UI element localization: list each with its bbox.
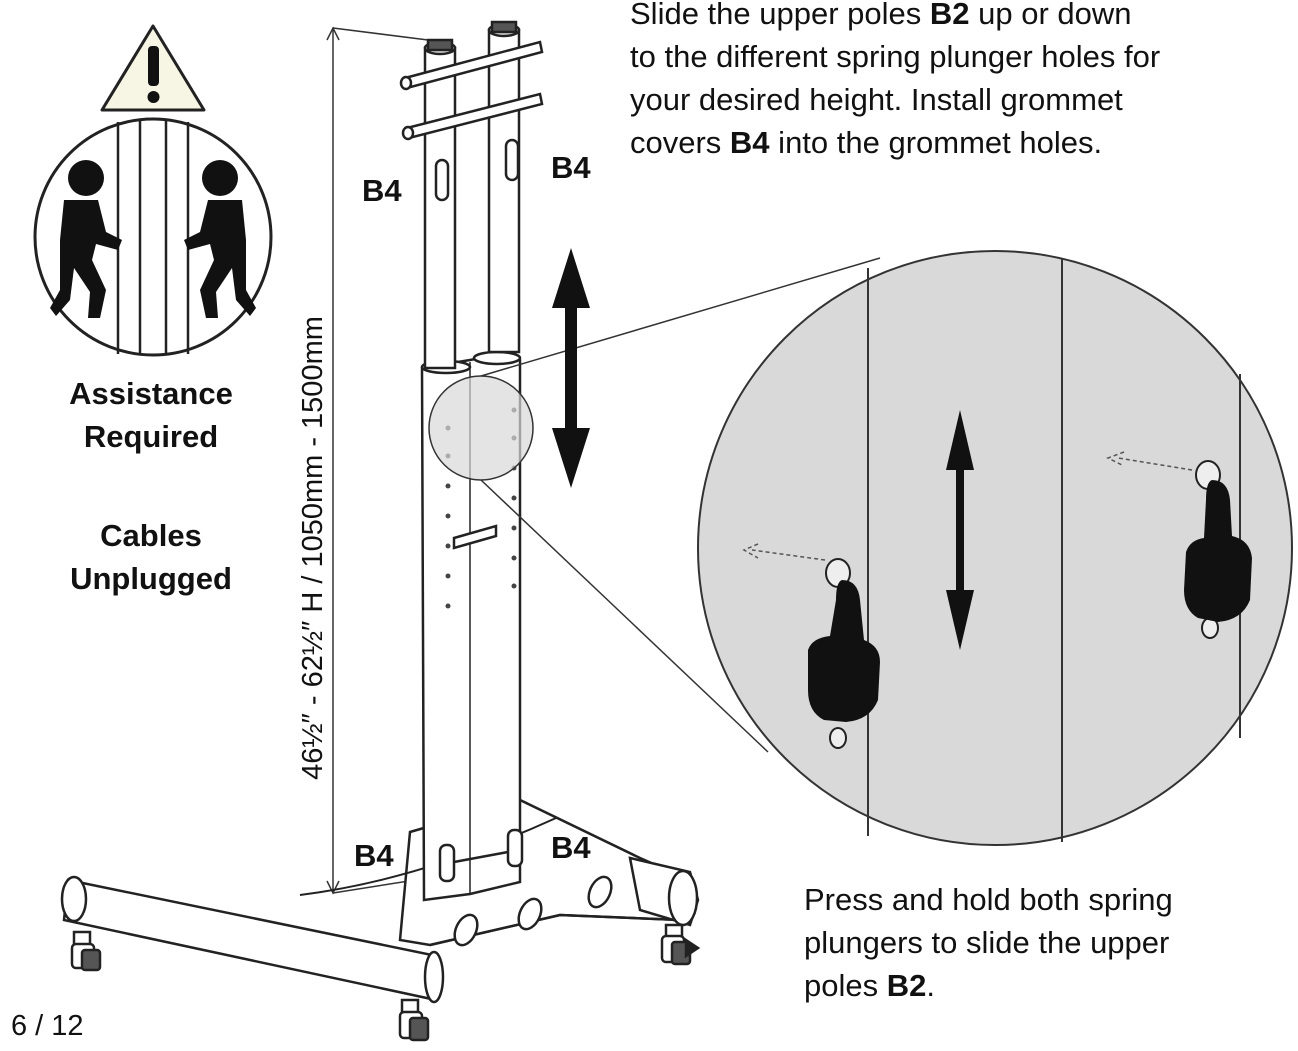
height-dimension-line [326, 26, 429, 895]
instruction-text: covers [630, 125, 730, 160]
part-ref-b4: B4 [729, 125, 770, 160]
instruction-bottom-line-1: Press and hold both spring [804, 882, 1173, 917]
press-finger-icon [808, 480, 1252, 722]
page-number: 6 / 12 [11, 1010, 84, 1042]
warning-line: Assistance [69, 376, 233, 411]
cables-unplugged-label: Cables Unplugged [31, 514, 271, 600]
part-ref-b2: B2 [929, 0, 970, 31]
height-dimension-label: 46½″ - 62½″ H / 1050mm - 1500mm [297, 316, 329, 780]
upper-poles [399, 20, 544, 370]
part-label-b4-top-left: B4 [362, 173, 402, 208]
warning-line: Unplugged [70, 561, 232, 596]
instruction-top-line-1: Slide the upper poles B2 up or down [630, 0, 1290, 35]
instruction-text: poles [804, 968, 887, 1003]
instruction-text: up or down [969, 0, 1132, 31]
instruction-bottom: Press and hold both spring plungers to s… [804, 878, 1284, 1007]
instruction-text: . [926, 968, 935, 1003]
instruction-top-line-3: your desired height. Install grommet [630, 82, 1123, 117]
lower-column [420, 350, 524, 902]
part-label-b4-bottom-left: B4 [354, 838, 394, 873]
up-down-arrow-icon [552, 248, 590, 488]
part-label-b4-top-right: B4 [551, 150, 591, 185]
detail-magnifier-circle [428, 257, 881, 753]
stand-base [60, 798, 701, 1042]
instruction-bottom-line-3: poles B2. [804, 964, 1284, 1007]
instruction-top: Slide the upper poles B2 up or down to t… [630, 0, 1290, 164]
warning-line: Cables [100, 518, 202, 553]
instruction-top-line-2: to the different spring plunger holes fo… [630, 39, 1161, 74]
instruction-text: into the grommet holes. [769, 125, 1103, 160]
assistance-required-label: Assistance Required [31, 372, 271, 458]
instruction-text: Slide the upper poles [630, 0, 930, 31]
part-ref-b2: B2 [886, 968, 927, 1003]
warning-triangle-icon [100, 24, 206, 112]
instruction-top-line-4: covers B4 into the grommet holes. [630, 121, 1290, 164]
instruction-bottom-line-2: plungers to slide the upper [804, 925, 1170, 960]
part-label-b4-bottom-right: B4 [551, 830, 591, 865]
warning-line: Required [83, 419, 219, 454]
two-person-lift-icon [33, 117, 273, 357]
